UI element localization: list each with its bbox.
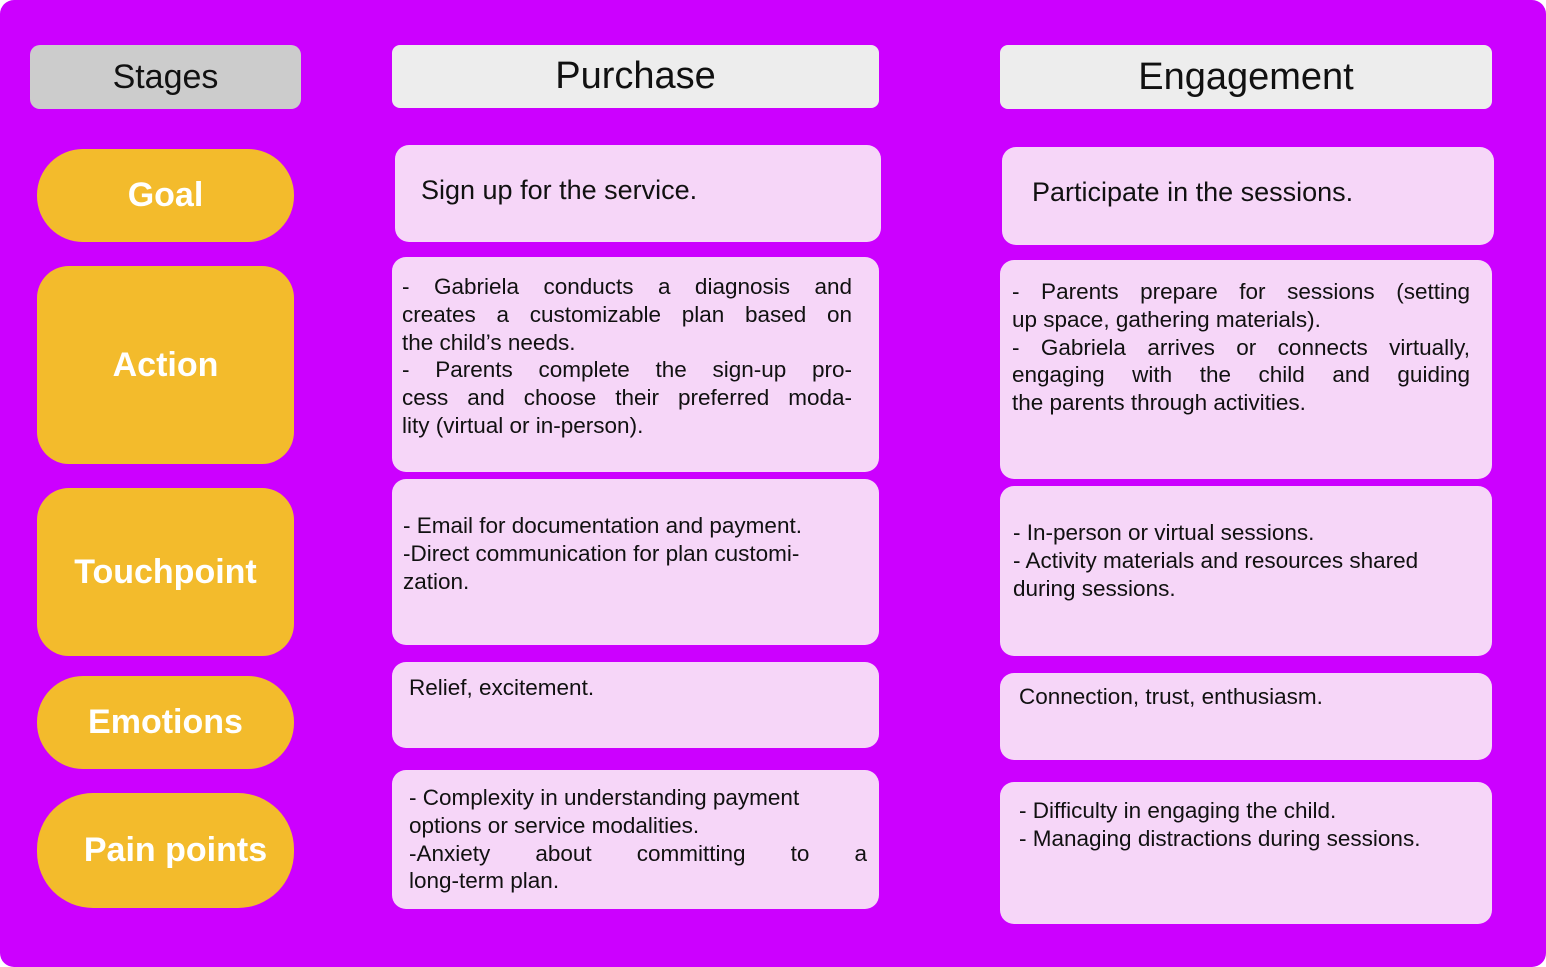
engagement-pain-points-card: - Difficulty in engaging the child. - Ma… xyxy=(1000,782,1492,924)
purchase-goal-card: Sign up for the service. xyxy=(395,145,881,242)
stage-action: Action xyxy=(37,266,294,464)
purchase-touchpoint-line: zation. xyxy=(403,568,470,594)
engagement-pain-points-line: - Difficulty in engaging the child. xyxy=(1019,798,1337,823)
engagement-goal-text: Participate in the sessions. xyxy=(1032,177,1354,207)
engagement-action-line: - Parents prepare for sessions (setting xyxy=(1012,279,1470,304)
purchase-action-line: creates a customizable plan based on xyxy=(402,301,852,327)
engagement-action-line: engaging with the child and guiding xyxy=(1012,362,1470,388)
stage-emotions: Emotions xyxy=(37,676,294,769)
engagement-action-card: - Parents prepare for sessions (setting … xyxy=(1000,260,1492,479)
stage-touchpoint: Touchpoint xyxy=(37,488,294,656)
purchase-action-line: cess and choose their preferred moda- xyxy=(402,385,852,411)
engagement-header: Engagement xyxy=(1000,45,1492,109)
purchase-header: Purchase xyxy=(392,45,879,108)
purchase-action-line: lity (virtual or in-person). xyxy=(402,412,644,438)
purchase-action-line: - Parents complete the sign-up pro- xyxy=(402,357,852,383)
purchase-touchpoint-line: -Direct communication for plan customi- xyxy=(403,540,800,566)
stages-header: Stages xyxy=(30,45,301,109)
purchase-pain-points-line: - Complexity in understanding payment xyxy=(409,785,800,810)
engagement-touchpoint-line: - In-person or virtual sessions. xyxy=(1013,520,1315,545)
stage-goal: Goal xyxy=(37,149,294,242)
purchase-pain-points-line: options or service modalities. xyxy=(409,812,700,838)
engagement-action-line: - Gabriela arrives or connects virtually… xyxy=(1012,334,1470,360)
purchase-action-card: - Gabriela conducts a diagnosis and crea… xyxy=(392,257,879,472)
engagement-emotions-text: Connection, trust, enthusiasm. xyxy=(1019,684,1323,709)
engagement-action-line: up space, gathering materials). xyxy=(1012,306,1321,332)
engagement-touchpoint-line: - Activity materials and resources share… xyxy=(1013,547,1419,573)
purchase-pain-points-line: long-term plan. xyxy=(409,868,560,894)
stage-pain-points: Pain points xyxy=(37,793,294,908)
engagement-pain-points-line: - Managing distractions during sessions. xyxy=(1019,825,1421,851)
purchase-touchpoint-line: - Email for documentation and payment. xyxy=(403,513,802,538)
purchase-action-line: the child’s needs. xyxy=(402,329,576,355)
engagement-touchpoint-card: - In-person or virtual sessions. - Activ… xyxy=(1000,486,1492,656)
purchase-touchpoint-card: - Email for documentation and payment. -… xyxy=(392,479,879,645)
engagement-emotions-card: Connection, trust, enthusiasm. xyxy=(1000,673,1492,760)
engagement-action-line: the parents through activities. xyxy=(1012,390,1306,416)
purchase-emotions-card: Relief, excitement. xyxy=(392,662,879,748)
purchase-emotions-text: Relief, excitement. xyxy=(409,675,595,700)
purchase-pain-points-line: -Anxiety about committing to a xyxy=(409,840,867,866)
engagement-goal-card: Participate in the sessions. xyxy=(1002,147,1494,245)
purchase-action-line: - Gabriela conducts a diagnosis and xyxy=(402,274,852,299)
purchase-pain-points-card: - Complexity in understanding payment op… xyxy=(392,770,879,909)
purchase-goal-text: Sign up for the service. xyxy=(421,174,698,205)
engagement-touchpoint-line: during sessions. xyxy=(1013,575,1176,601)
